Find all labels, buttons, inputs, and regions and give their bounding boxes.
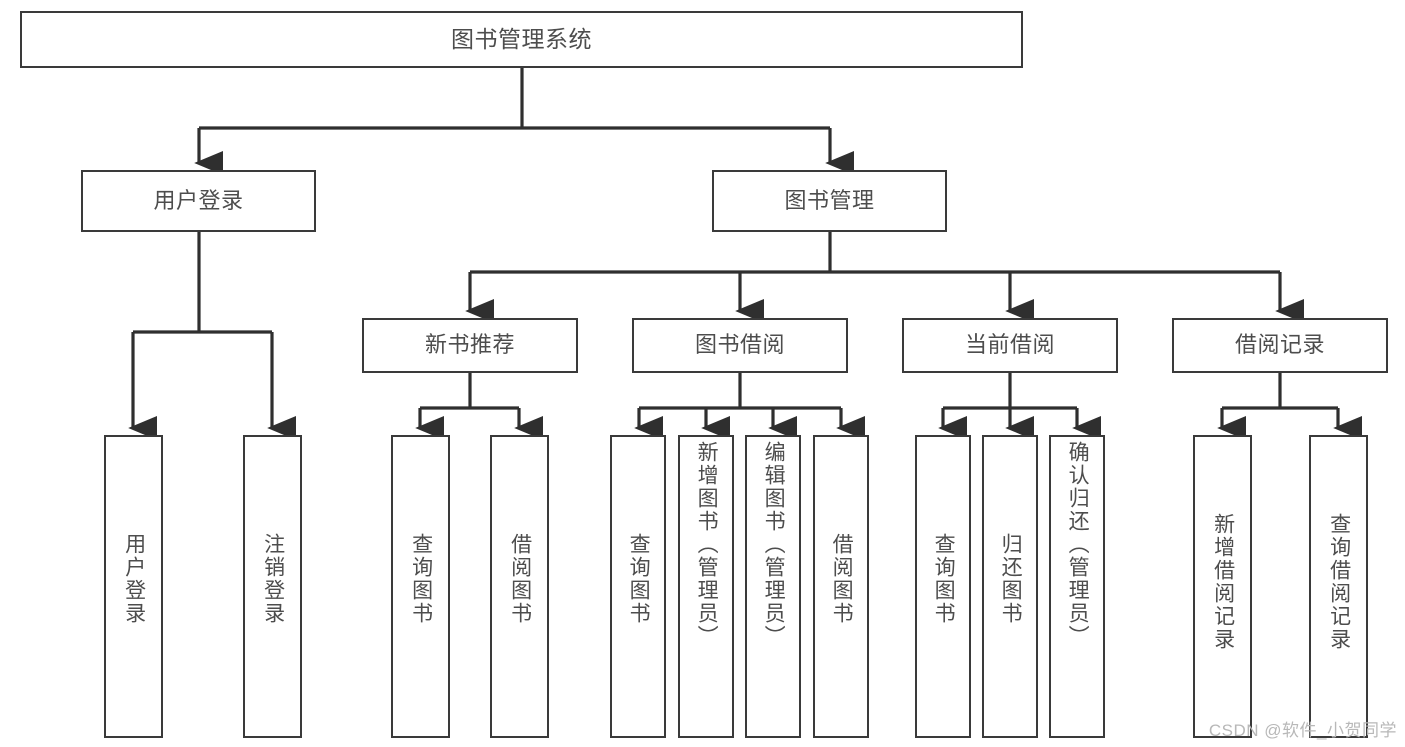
leaf-label: 新增借阅记录 [1211,513,1235,651]
node-root-system[interactable]: 图书管理系统 [20,11,1023,68]
leaf-label: 归还图书 [999,533,1023,625]
node-label: 图书借阅 [694,332,785,358]
leaf-query-book-recommend[interactable]: 查询图书 [391,435,450,738]
leaf-label: 借阅图书 [508,533,532,625]
leaf-label: 注销登录 [261,533,285,625]
node-label: 新书推荐 [424,332,515,358]
node-user-login[interactable]: 用户登录 [81,170,316,232]
leaf-edit-book-admin[interactable]: 编辑图书（管理员） [745,435,801,738]
node-label: 当前借阅 [964,332,1055,358]
leaf-user-login[interactable]: 用户登录 [104,435,163,738]
leaf-label: 查询图书 [409,533,433,625]
leaf-query-borrow-record[interactable]: 查询借阅记录 [1309,435,1368,738]
leaf-label: 确认归还（管理员） [1066,441,1090,648]
leaf-return-book[interactable]: 归还图书 [982,435,1038,738]
leaf-label: 新增图书（管理员） [695,441,719,648]
leaf-label: 用户登录 [122,533,146,625]
leaf-label: 借阅图书 [830,533,854,625]
node-label: 图书管理 [784,187,875,213]
node-label: 用户登录 [153,187,244,213]
leaf-add-borrow-record[interactable]: 新增借阅记录 [1193,435,1252,738]
node-book-borrow[interactable]: 图书借阅 [632,318,848,373]
leaf-logout[interactable]: 注销登录 [243,435,302,738]
node-new-book-recommend[interactable]: 新书推荐 [362,318,578,373]
leaf-borrow-book[interactable]: 借阅图书 [813,435,869,738]
leaf-label: 查询图书 [627,533,651,625]
leaf-label: 查询图书 [932,533,956,625]
node-current-borrow[interactable]: 当前借阅 [902,318,1118,373]
leaf-label: 编辑图书（管理员） [762,441,786,648]
watermark-text: CSDN @软件_小贺同学 [1208,721,1397,740]
leaf-confirm-return-admin[interactable]: 确认归还（管理员） [1049,435,1105,738]
leaf-add-book-admin[interactable]: 新增图书（管理员） [678,435,734,738]
leaf-query-book-current[interactable]: 查询图书 [915,435,971,738]
leaf-label: 查询借阅记录 [1327,513,1351,651]
leaf-query-book-borrow[interactable]: 查询图书 [610,435,666,738]
leaf-borrow-book-recommend[interactable]: 借阅图书 [490,435,549,738]
node-label: 借阅记录 [1234,332,1325,358]
node-label: 图书管理系统 [451,25,592,52]
node-book-management[interactable]: 图书管理 [712,170,947,232]
node-borrow-record[interactable]: 借阅记录 [1172,318,1388,373]
